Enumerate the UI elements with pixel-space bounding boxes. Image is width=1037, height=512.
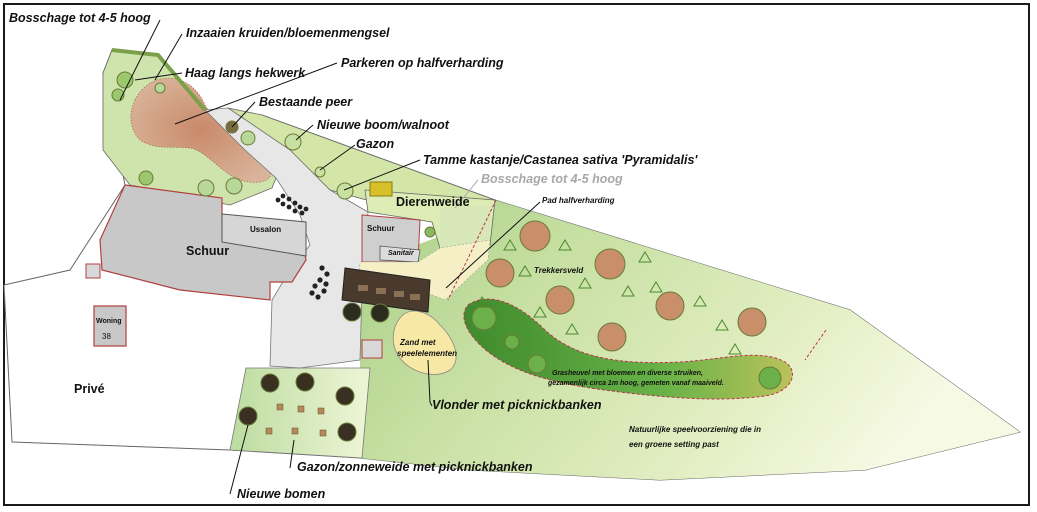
label-bomen: Nieuwe bomen — [237, 487, 326, 501]
field-boundary-2 — [804, 329, 827, 361]
label-trekkersveld: Trekkersveld — [534, 266, 584, 275]
post-2 — [361, 339, 383, 359]
map-frame — [3, 3, 1030, 506]
trees — [111, 71, 782, 442]
stone-cluster-2 — [309, 265, 330, 300]
label-grasheuvel-2: gezamenlijk circa 1m hoog, gemeten vanaf… — [548, 380, 724, 387]
label-zand-1: Zand met — [400, 338, 436, 347]
label-prive: Privé — [74, 382, 105, 396]
label-zand-2: speelelementen — [397, 349, 458, 358]
bosschage-dierenweide — [440, 205, 492, 248]
parking-paving — [204, 107, 369, 369]
label-grasheuvel-1: Grasheuvel met bloemen en diverse struik… — [552, 370, 703, 377]
label-woning-nr: 38 — [102, 332, 111, 341]
label-parkeren: Parkeren op halfverharding — [341, 56, 504, 70]
label-boom: Nieuwe boom/walnoot — [317, 118, 449, 132]
label-woning: Woning — [96, 318, 122, 325]
label-speel-1: Natuurlijke speelvoorziening die in — [629, 425, 762, 434]
label-bosschage-top: Bosschage tot 4-5 hoog — [9, 11, 151, 25]
label-inzaaien: Inzaaien kruiden/bloemenmengsel — [186, 26, 390, 40]
label-gazon: Gazon — [356, 137, 395, 151]
stone-cluster-1 — [275, 193, 309, 216]
label-peer: Bestaande peer — [259, 95, 353, 109]
zandbak — [392, 310, 457, 375]
label-schuur-big: Schuur — [186, 244, 230, 258]
inzaaien-bed — [130, 77, 272, 183]
label-sanitair: Sanitair — [388, 250, 414, 257]
leader-lines — [119, 19, 541, 495]
trekkersveld-field — [360, 200, 1020, 480]
label-speel-2: een groene setting past — [629, 440, 719, 449]
label-schuur-small: Schuur — [367, 224, 395, 233]
post-1 — [85, 263, 101, 279]
label-pad: Pad halfverharding — [542, 196, 615, 205]
label-dierenweide: Dierenweide — [396, 195, 470, 209]
label-haag: Haag langs hekwerk — [185, 66, 306, 80]
ussalon-building — [221, 213, 307, 257]
grasheuvel — [463, 298, 793, 400]
label-kastanje: Tamme kastanje/Castanea sativa 'Pyramida… — [423, 153, 698, 167]
field-boundary-1 — [447, 199, 497, 301]
haag-hekwerk — [111, 48, 207, 112]
label-bosschage-grey: Bosschage tot 4-5 hoog — [481, 172, 623, 186]
picknickbanken-deck — [358, 285, 420, 300]
woning-building — [93, 305, 127, 347]
label-vlonder: Vlonder met picknickbanken — [432, 398, 602, 412]
play-triangles — [475, 239, 742, 355]
label-zonneweide: Gazon/zonneweide met picknickbanken — [297, 460, 533, 474]
picknick-tables — [265, 403, 327, 437]
label-ussalon: Ussalon — [250, 225, 282, 234]
